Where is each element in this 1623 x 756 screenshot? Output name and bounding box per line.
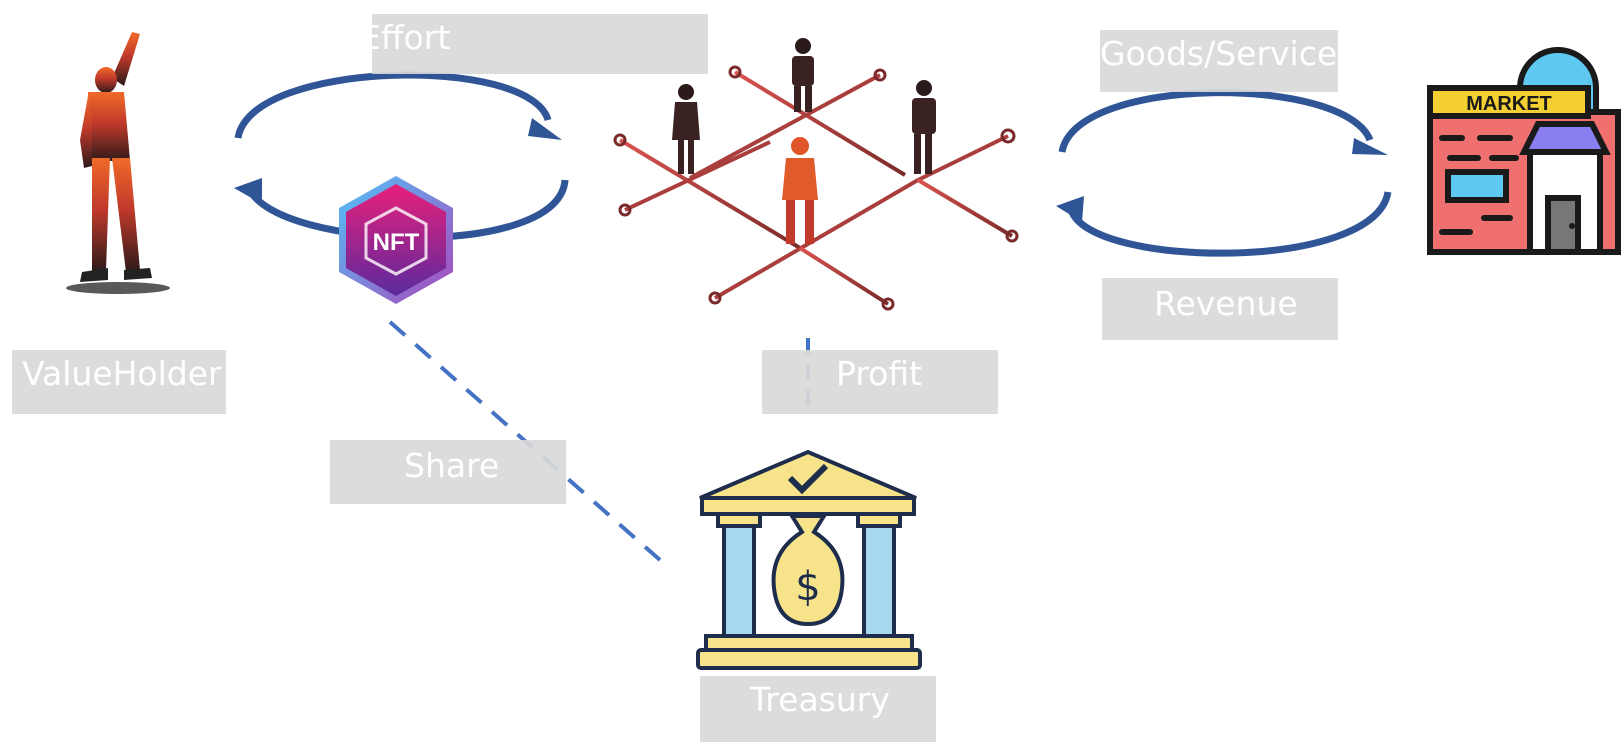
treasury-label: Treasury (750, 680, 890, 719)
effort-label: Effort (360, 18, 450, 57)
value-holder-label: ValueHolder (22, 354, 222, 393)
revenue-label: Revenue (1154, 284, 1298, 323)
goods-services-label: Goods/Services (1100, 34, 1354, 73)
nft-badge-text: NFT (373, 229, 420, 256)
person-figure-icon (912, 80, 936, 174)
arrow-head-left-icon (234, 178, 262, 204)
person-figure-icon (672, 84, 700, 174)
market-sign-text: MARKET (1466, 93, 1552, 115)
value-holder-person-icon (66, 32, 170, 294)
person-figure-icon (782, 137, 818, 244)
person-figure-icon (792, 38, 814, 112)
money-symbol: $ (795, 564, 820, 610)
arrow-head-right-icon (528, 118, 562, 140)
share-label: Share (404, 446, 499, 485)
team-network-icon (615, 38, 1017, 309)
arrow-head-left-icon (1056, 196, 1084, 222)
profit-label: Profit (836, 354, 922, 393)
treasury-bank-icon: $ (698, 452, 920, 668)
market-store-icon: MARKET (1430, 50, 1618, 252)
goods-revenue-cycle-arrows (1056, 93, 1388, 254)
nft-badge-icon: NFT (339, 176, 453, 304)
arrow-head-right-icon (1352, 138, 1388, 155)
